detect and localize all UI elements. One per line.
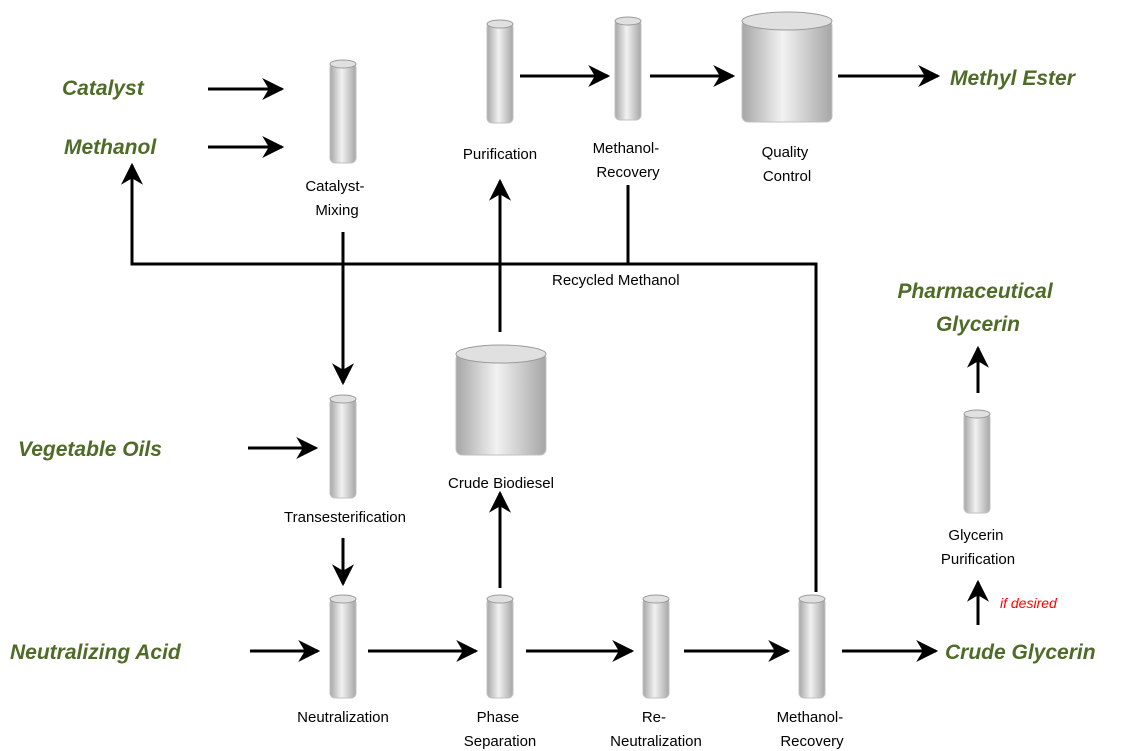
recovery-bottom-line-1: Methanol-: [777, 709, 844, 726]
unit-crude-biodiesel-label: Crude Biodiesel: [448, 475, 554, 492]
vessel-transesterification: [329, 394, 357, 499]
vessel-glycerin-purification: [963, 409, 991, 514]
vessel-neutralization: [329, 594, 357, 699]
pharmaceutical-line-1: Pharmaceutical: [897, 280, 1053, 303]
vessel-purification: [486, 19, 514, 124]
unit-re-neutralization-label: Re- Neutralization: [610, 709, 702, 750]
unit-glycerin-purification-label: Glycerin Purification: [941, 527, 1015, 568]
output-methyl-ester-label: Methyl Ester: [950, 67, 1077, 90]
recovery-bottom-line-2: Recovery: [780, 733, 844, 750]
catalyst-mixing-line-1: Catalyst-: [305, 178, 364, 195]
glycerin-purification-line-1: Glycerin: [948, 527, 1003, 544]
quality-control-line-1: Quality: [762, 144, 809, 161]
recycled-methanol-line: [121, 162, 818, 592]
crude-biodiesel-line-1: Crude Biodiesel: [448, 475, 554, 492]
recovery-top-line-2: Recovery: [596, 164, 660, 181]
re-neutralization-line-1: Re-: [642, 709, 666, 726]
vessel-methanol-recovery-top: [614, 16, 642, 121]
output-crude-glycerin-label: Crude Glycerin: [945, 641, 1096, 664]
vessel-quality-control: [741, 11, 833, 123]
unit-quality-control-label: Quality Control: [762, 144, 813, 185]
phase-separation-line-2: Separation: [464, 733, 537, 750]
quality-control-line-2: Control: [763, 168, 811, 185]
re-neutralization-line-2: Neutralization: [610, 733, 702, 750]
input-neutralizing-acid-label: Neutralizing Acid: [10, 641, 182, 664]
unit-phase-separation-label: Phase Separation: [464, 709, 537, 750]
phase-separation-line-1: Phase: [477, 709, 520, 726]
vessel-phase-separation: [486, 594, 514, 699]
input-vegetable-oils-label: Vegetable Oils: [18, 438, 162, 461]
purification-line-1: Purification: [463, 146, 537, 163]
unit-neutralization-label: Neutralization: [297, 709, 389, 726]
input-catalyst-label: Catalyst: [62, 77, 145, 100]
transesterification-line-1: Transesterification: [284, 509, 406, 526]
unit-methanol-recovery-top-label: Methanol- Recovery: [593, 140, 664, 181]
vessel-re-neutralization: [642, 594, 670, 699]
glycerin-purification-line-2: Purification: [941, 551, 1015, 568]
unit-catalyst-mixing-label: Catalyst- Mixing: [305, 178, 368, 219]
recycled-methanol-label: Recycled Methanol: [552, 272, 680, 289]
unit-transesterification-label: Transesterification: [284, 509, 406, 526]
unit-purification-label: Purification: [463, 146, 537, 163]
pharmaceutical-line-2: Glycerin: [936, 313, 1020, 336]
vessel-methanol-recovery-bottom: [798, 594, 826, 699]
vessel-catalyst-mixing: [329, 59, 357, 164]
unit-methanol-recovery-bottom-label: Methanol- Recovery: [777, 709, 848, 750]
vessel-crude-biodiesel: [455, 344, 547, 456]
if-desired-note: if desired: [1000, 595, 1058, 611]
input-methanol-label: Methanol: [64, 136, 157, 159]
catalyst-mixing-line-2: Mixing: [315, 202, 358, 219]
neutralization-line-1: Neutralization: [297, 709, 389, 726]
output-pharmaceutical-glycerin-label: Pharmaceutical Glycerin: [897, 280, 1058, 336]
recovery-top-line-1: Methanol-: [593, 140, 660, 157]
